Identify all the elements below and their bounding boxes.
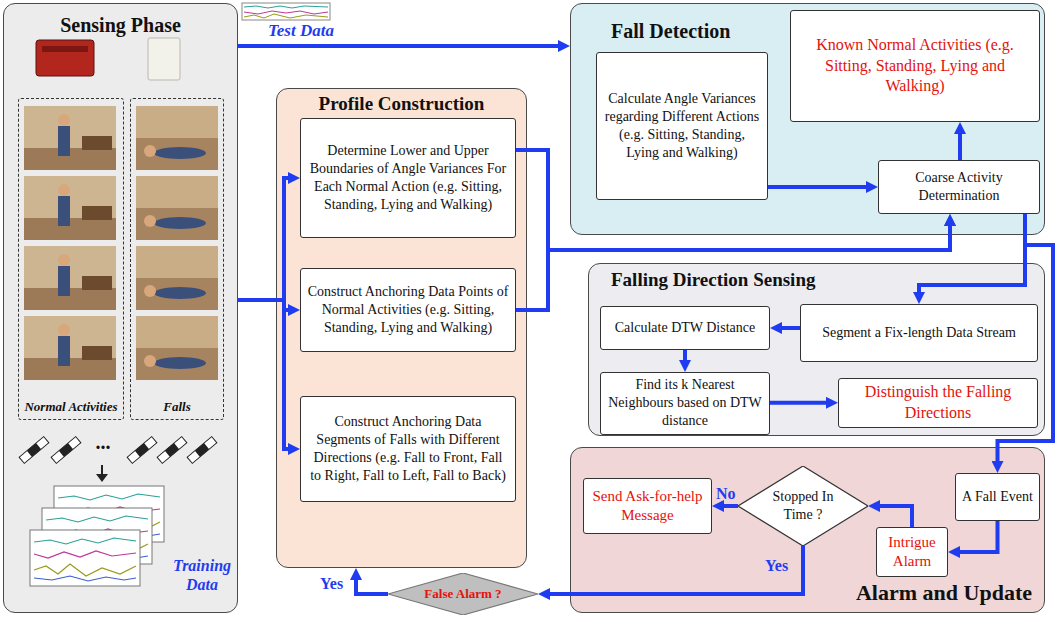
process-box: Find its k Nearest Neighbours based on D… — [600, 372, 770, 435]
box-text: Known Normal Activities (e.g. Sitting, S… — [797, 35, 1033, 97]
result-box: Send Ask-for-help Message — [583, 478, 712, 534]
process-box: Calculate Angle Variances regarding Diff… — [596, 52, 768, 200]
edge-label: No — [716, 484, 736, 503]
process-box: Coarse Activity Determination — [878, 160, 1040, 214]
phase-panel: Alarm and Update Send Ask-for-help Messag… — [570, 447, 1045, 613]
diamond-shape — [388, 573, 538, 615]
chart-trace — [244, 11, 328, 14]
panel-heading: Sensing Phase — [60, 12, 181, 38]
process-box: Construct Anchoring Data Points of Norma… — [300, 268, 516, 352]
decision-diamond: Stopped In Time ? — [738, 466, 868, 546]
chart-frame — [242, 3, 330, 20]
ellipsis-mark: ... — [86, 430, 120, 454]
data-caption: Training Data — [170, 556, 234, 594]
box-text: Construct Anchoring Data Segments of Fal… — [307, 413, 509, 486]
box-text: False Alarm ? — [424, 586, 501, 603]
box-text: Distinguish the Falling Directions — [845, 382, 1031, 424]
group-caption: Normal Activities — [24, 399, 117, 416]
flow-arrow — [238, 44, 561, 48]
box-text: Find its k Nearest Neighbours based on D… — [607, 376, 763, 431]
box-text: Calculate DTW Distance — [615, 319, 755, 337]
result-box: Intrigue Alarm — [876, 527, 948, 577]
box-text: Construct Anchoring Data Points of Norma… — [307, 283, 509, 338]
diamond-outline — [738, 466, 868, 546]
panel-heading: Falling Direction Sensing — [611, 268, 815, 293]
process-box: Construct Anchoring Data Segments of Fal… — [300, 396, 516, 502]
process-box: Calculate DTW Distance — [600, 306, 770, 350]
result-box: Distinguish the Falling Directions — [838, 378, 1038, 428]
chart-trace — [244, 14, 328, 18]
flow-arrow — [356, 577, 388, 594]
box-text: Intrigue Alarm — [883, 533, 941, 572]
box-text: Coarse Activity Determination — [885, 169, 1033, 205]
chart-trace — [244, 6, 328, 8]
box-text: Determine Lower and Upper Boundaries of … — [307, 142, 509, 215]
panel-heading: Profile Construction — [319, 92, 485, 117]
box-text: Stopped In Time ? — [762, 488, 844, 524]
box-text: Send Ask-for-help Message — [590, 487, 705, 526]
phase-panel: Sensing PhaseNormal Activities Falls — [3, 3, 238, 613]
process-box: A Fall Event — [955, 473, 1040, 521]
panel-heading: Fall Detection — [611, 18, 730, 44]
box-text: Calculate Angle Variances regarding Diff… — [603, 90, 761, 163]
decision-diamond: False Alarm ? — [388, 573, 538, 615]
photo-group: Normal Activities — [18, 98, 124, 420]
photo-group: Falls — [130, 98, 224, 420]
edge-label: Yes — [320, 574, 343, 593]
phase-panel: Profile ConstructionDetermine Lower and … — [276, 88, 527, 568]
diamond-shape — [738, 466, 868, 546]
process-box: Segment a Fix-length Data Stream — [800, 304, 1038, 362]
phase-panel: Fall DetectionCalculate Angle Variances … — [570, 3, 1045, 235]
result-box: Known Normal Activities (e.g. Sitting, S… — [790, 10, 1040, 122]
group-caption: Falls — [163, 399, 190, 416]
edge-label: Yes — [765, 556, 788, 575]
box-text: Segment a Fix-length Data Stream — [822, 324, 1016, 342]
process-box: Determine Lower and Upper Boundaries of … — [300, 118, 516, 238]
panel-heading: Alarm and Update — [856, 579, 1032, 608]
edge-label: Test Data — [268, 21, 334, 41]
phase-panel: Falling Direction SensingCalculate DTW D… — [588, 263, 1045, 436]
box-text: A Fall Event — [962, 488, 1033, 506]
